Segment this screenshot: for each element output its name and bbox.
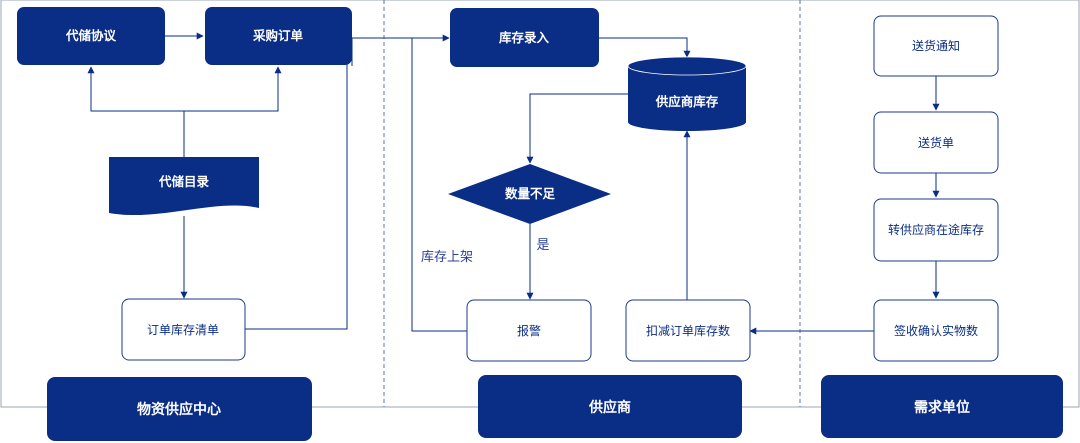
node-catalog: 代储目录 (109, 157, 259, 216)
node-delivery-notice: 送货通知 (873, 15, 999, 77)
svg-text:送货单: 送货单 (918, 135, 954, 150)
svg-text:库存录入: 库存录入 (499, 30, 550, 45)
svg-text:送货通知: 送货通知 (912, 38, 960, 53)
svg-text:数量不足: 数量不足 (504, 186, 556, 201)
svg-text:采购订单: 采购订单 (252, 28, 304, 43)
lane-title-supplier: 供应商 (478, 375, 742, 438)
svg-text:供应商库存: 供应商库存 (655, 94, 719, 109)
node-agreement: 代储协议 (17, 7, 165, 65)
svg-text:报警: 报警 (517, 323, 541, 338)
edge-catalog-to-agreement (87, 66, 185, 157)
edge-list-to-order-line (245, 38, 348, 330)
node-supplier-stock: 供应商库存 (627, 56, 747, 131)
svg-text:签收确认实物数: 签收确认实物数 (894, 323, 978, 338)
node-transit-stock: 转供应商在途库存 (873, 198, 999, 262)
edge-alarm-to-shelving (411, 38, 467, 332)
svg-text:扣减订单库存数: 扣减订单库存数 (646, 323, 730, 338)
edge-entry-to-stock (599, 37, 691, 58)
edge-stock-to-check (526, 93, 628, 164)
lane-title-demand: 需求单位 (821, 375, 1063, 438)
svg-text:物资供应中心: 物资供应中心 (137, 401, 221, 418)
svg-text:代储协议: 代储协议 (65, 28, 117, 43)
node-delivery-note: 送货单 (873, 111, 999, 174)
edge-order-to-stock-entry (351, 34, 450, 66)
svg-text:供应商: 供应商 (588, 399, 631, 416)
node-stock-entry: 库存录入 (450, 8, 599, 67)
edge-label-shelving: 库存上架 (421, 249, 473, 265)
node-deduct-stock: 扣减订单库存数 (625, 299, 751, 362)
edge-catalog-to-order (184, 66, 282, 112)
svg-text:需求单位: 需求单位 (914, 399, 970, 416)
node-order-stock-list: 订单库存清单 (121, 298, 246, 361)
edge-label-yes: 是 (536, 238, 549, 253)
node-alarm: 报警 (466, 299, 592, 362)
svg-text:代储目录: 代储目录 (158, 174, 210, 189)
node-purchase-order: 采购订单 (205, 7, 352, 65)
lane-title-center: 物资供应中心 (47, 377, 312, 441)
svg-text:订单库存清单: 订单库存清单 (147, 322, 219, 337)
node-sign-confirm: 签收确认实物数 (873, 299, 999, 362)
node-insufficient-check: 数量不足 (448, 164, 611, 224)
svg-text:转供应商在途库存: 转供应商在途库存 (888, 222, 984, 237)
